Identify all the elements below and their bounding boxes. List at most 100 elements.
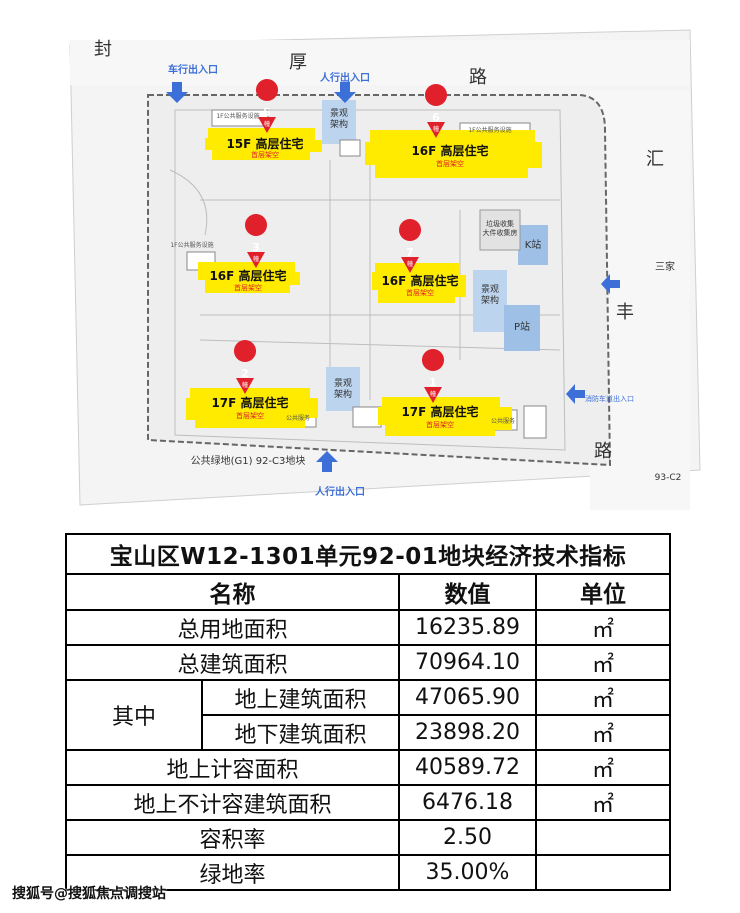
watermark-text: 搜狐号@搜狐焦点调搜站 <box>12 886 166 902</box>
road-name-char: 厚 <box>289 52 307 73</box>
table-header-row: 名称 数值 单位 <box>65 573 671 611</box>
row-value: 2.50 <box>398 819 537 856</box>
building-unit: 幢 <box>242 381 248 389</box>
table-row: 地下建筑面积 23898.20 ㎡ <box>66 714 671 751</box>
building-note: 首层架空 <box>236 411 264 420</box>
row-name: 地上不计容建筑面积 <box>65 784 400 821</box>
building-unit: 幢 <box>407 260 413 268</box>
indicator-table: 宝山区W12-1301单元92-01地块经济技术指标 名称 数值 单位 总用地面… <box>65 533 671 891</box>
row-value: 47065.90 <box>398 679 537 716</box>
building-note: 首层架空 <box>234 283 262 292</box>
pedestrian-entrance-label: 人行出入口 <box>315 485 365 498</box>
landscape-label: 架构 <box>481 294 499 306</box>
building-note: 首层架空 <box>426 420 454 429</box>
table-row: 其中 地上建筑面积 47065.90 ㎡ <box>65 679 671 751</box>
building-label: 17F 高层住宅 <box>211 395 288 410</box>
road-name-char: 封 <box>94 39 112 60</box>
marker-1 <box>422 348 445 403</box>
building-side-note: 1F公共服务设施 <box>216 112 259 120</box>
landscape-label: 架构 <box>330 118 348 130</box>
building-unit: 幢 <box>253 255 259 263</box>
building-side-note: 公共服务 <box>491 417 515 425</box>
row-name: 总用地面积 <box>65 609 400 646</box>
row-name: 地上建筑面积 <box>201 679 400 716</box>
building-label: 15F 高层住宅 <box>226 136 303 151</box>
row-value: 16235.89 <box>398 609 537 646</box>
building-number: 3 <box>252 241 260 254</box>
row-name: 地下建筑面积 <box>201 714 400 751</box>
building-6-footprint <box>365 130 542 178</box>
vehicle-entrance-label: 车行出入口 <box>168 63 218 76</box>
table-row: 地上计容面积 40589.72 ㎡ <box>65 749 671 786</box>
building-number: 1 <box>429 376 437 389</box>
marker-5 <box>256 78 279 133</box>
header-unit: 单位 <box>535 573 671 611</box>
building-label: 17F 高层住宅 <box>401 404 478 419</box>
p-station-label: P站 <box>514 320 530 333</box>
fire-entrance-label: 消防车道出入口 <box>585 394 634 403</box>
building-note: 首层架空 <box>406 288 434 297</box>
marker-2 <box>234 340 257 394</box>
site-plan: 封厚路汇丰路三家93-C2车行出入口人行出入口人行出入口消防车道出入口公共绿地(… <box>69 29 701 506</box>
table-row: 总建筑面积 70964.10 ㎡ <box>65 644 671 681</box>
building-3-footprint <box>198 262 300 293</box>
pedestrian-entrance-label: 人行出入口 <box>320 71 370 84</box>
row-unit: ㎡ <box>535 644 671 681</box>
row-unit: ㎡ <box>535 609 671 646</box>
building-note: 首层架空 <box>436 159 464 168</box>
building-number: 6 <box>432 111 440 124</box>
landscape-label: 架构 <box>334 388 352 400</box>
road-code: 三家 <box>655 260 675 273</box>
table-row: 总用地面积 16235.89 ㎡ <box>65 609 671 646</box>
row-value: 23898.20 <box>398 714 537 751</box>
header-value: 数值 <box>398 573 537 611</box>
table-row: 绿地率 35.00% <box>65 854 671 891</box>
row-unit <box>535 819 671 856</box>
building-footprints <box>186 128 542 436</box>
table-title: 宝山区W12-1301单元92-01地块经济技术指标 <box>65 533 671 575</box>
row-unit: ㎡ <box>535 714 671 751</box>
row-value: 6476.18 <box>398 784 537 821</box>
row-name: 容积率 <box>65 819 400 856</box>
building-side-note: 1F公共服务设施 <box>468 126 511 134</box>
row-name: 绿地率 <box>65 854 400 891</box>
landscape-blocks <box>322 100 548 411</box>
row-unit: ㎡ <box>535 784 671 821</box>
road-name-char: 丰 <box>616 302 634 323</box>
green-label: 公共绿地(G1) 92-C3地块 <box>191 454 306 467</box>
road-name-char: 路 <box>594 441 612 462</box>
table-row: 容积率 2.50 <box>65 819 671 856</box>
building-markers <box>234 78 448 403</box>
k-station-label: K站 <box>525 238 542 251</box>
road-name-char: 汇 <box>646 149 664 170</box>
marker-3 <box>245 214 268 268</box>
landscape-label: 景观 <box>334 378 352 389</box>
marker-7 <box>399 219 422 273</box>
row-unit: ㎡ <box>535 679 671 716</box>
building-label: 16F 高层住宅 <box>411 143 488 158</box>
building-unit: 幢 <box>430 390 436 398</box>
row-value: 40589.72 <box>398 749 537 786</box>
entrance-arrows <box>166 82 620 472</box>
building-unit: 幢 <box>433 125 439 133</box>
building-label: 16F 高层住宅 <box>381 273 458 288</box>
row-group-label: 其中 <box>65 679 203 751</box>
building-number: 2 <box>241 367 249 380</box>
road-code: 93-C2 <box>655 473 682 483</box>
building-note: 首层架空 <box>251 150 279 159</box>
row-name: 地上计容面积 <box>65 749 400 786</box>
kiosk-label: 垃圾收集 <box>486 219 514 228</box>
building-unit: 幢 <box>264 120 270 128</box>
row-unit: ㎡ <box>535 749 671 786</box>
table-row: 地上不计容建筑面积 6476.18 ㎡ <box>65 784 671 821</box>
building-side-note: 公共服务 <box>286 414 310 422</box>
building-7-footprint <box>372 263 466 303</box>
building-number: 7 <box>406 246 414 259</box>
row-name: 总建筑面积 <box>65 644 400 681</box>
header-name: 名称 <box>65 573 400 611</box>
row-unit <box>535 854 671 891</box>
road-name-char: 路 <box>469 67 487 88</box>
marker-6 <box>425 84 448 138</box>
landscape-label: 景观 <box>330 108 348 119</box>
row-value: 70964.10 <box>398 644 537 681</box>
